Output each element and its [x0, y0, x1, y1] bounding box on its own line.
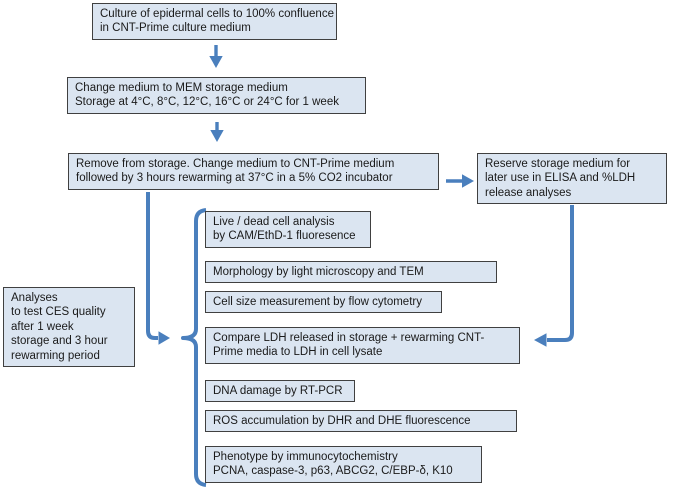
arrow-down-culture-to-storage [209, 45, 223, 68]
culture-box: Culture of epidermal cells to 100% confl… [92, 3, 337, 40]
phenotype-line-2: PCNA, caspase-3, p63, ABCG2, C/EBP-δ, K1… [213, 465, 453, 478]
analyses-label-line-3: after 1 week [11, 320, 74, 333]
ros-box: ROS accumulation by DHR and DHE fluoresc… [205, 410, 517, 433]
storage-line-2: Storage at 4°C, 8°C, 12°C, 16°C or 24°C … [75, 96, 339, 109]
analyses-label-line-5: rewarming period [11, 349, 100, 362]
live-dead-box: Live / dead cell analysis by CAM/EthD-1 … [205, 211, 371, 248]
analyses-brace [181, 208, 207, 487]
ldh-compare-line-1: Compare LDH released in storage + rewarm… [213, 332, 485, 344]
arrow-rewarm-to-analyses [146, 192, 170, 345]
live-dead-line-2: by CAM/EthD-1 fluoresence [213, 230, 356, 243]
phenotype-box: Phenotype by immunocytochemistry PCNA, c… [205, 446, 482, 483]
analyses-label-line-4: storage and 3 hour [11, 335, 108, 348]
ros-line-1: ROS accumulation by DHR and DHE fluoresc… [213, 415, 471, 427]
storage-line-1: Change medium to MEM storage medium [75, 82, 288, 94]
reserve-medium-box: Reserve storage medium for later use in … [477, 153, 667, 205]
cell-size-box: Cell size measurement by flow cytometry [205, 291, 442, 314]
reserve-line-1: Reserve storage medium for [485, 158, 631, 170]
reserve-line-3: release analyses [485, 186, 572, 199]
live-dead-line-1: Live / dead cell analysis [213, 216, 335, 228]
arrow-down-storage-to-rewarm [210, 122, 224, 142]
cell-size-line-1: Cell size measurement by flow cytometry [213, 296, 422, 308]
culture-line-1: Culture of epidermal cells to 100% confl… [100, 8, 334, 20]
rewarm-line-2: followed by 3 hours rewarming at 37°C in… [76, 172, 393, 185]
dna-damage-box: DNA damage by RT-PCR [205, 380, 355, 403]
arrow-reserve-to-ldh [534, 205, 574, 347]
reserve-line-2: later use in ELISA and %LDH [485, 172, 636, 185]
culture-line-2: in CNT-Prime culture medium [100, 22, 251, 35]
rewarm-line-1: Remove from storage. Change medium to CN… [76, 158, 395, 170]
analyses-label-box: Analyses to test CES quality after 1 wee… [3, 287, 135, 367]
analyses-label-line-1: Analyses [11, 292, 58, 304]
morphology-line-1: Morphology by light microscopy and TEM [213, 266, 424, 278]
arrow-right-rewarm-to-reserve [446, 174, 474, 188]
phenotype-line-1: Phenotype by immunocytochemistry [213, 451, 398, 463]
morphology-box: Morphology by light microscopy and TEM [205, 261, 497, 284]
storage-box: Change medium to MEM storage medium Stor… [67, 77, 366, 114]
ldh-compare-line-2: Prime media to LDH in cell lysate [213, 346, 383, 359]
rewarm-box: Remove from storage. Change medium to CN… [68, 153, 439, 190]
dna-damage-line-1: DNA damage by RT-PCR [213, 385, 343, 397]
analyses-label-line-2: to test CES quality [11, 306, 106, 319]
ldh-compare-box: Compare LDH released in storage + rewarm… [205, 327, 520, 364]
